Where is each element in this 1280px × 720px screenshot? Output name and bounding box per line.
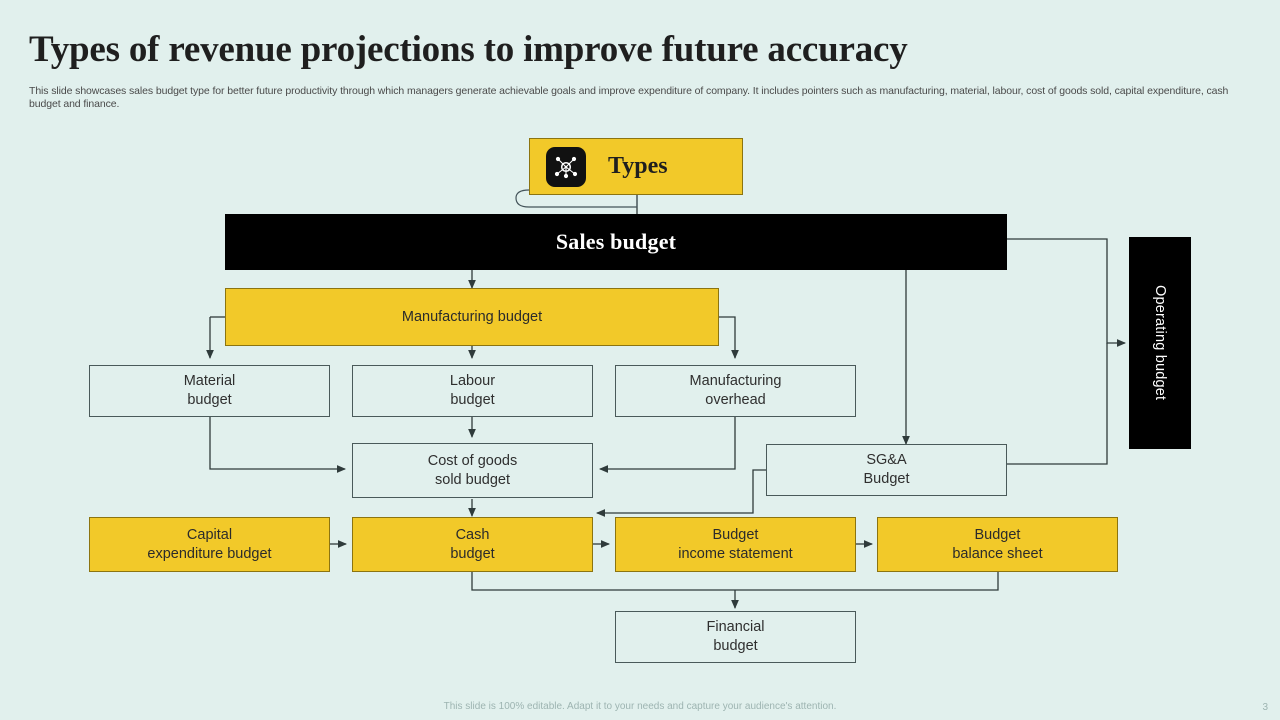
node-manufacturing-overhead-label: Manufacturing overhead [689, 373, 782, 408]
node-manufacturing-budget-label: Manufacturing budget [401, 308, 543, 325]
node-financial-budget-label: Financial budget [706, 619, 765, 654]
node-labour-budget-label: Labour budget [449, 373, 496, 408]
node-manufacturing-budget[interactable]: Manufacturing budget [225, 288, 719, 346]
node-capital-expenditure-budget[interactable]: Capital expenditure budget [89, 517, 330, 572]
node-sga-budget[interactable]: SG&A Budget [766, 444, 1007, 496]
node-budget-income-statement[interactable]: Budget income statement [615, 517, 856, 572]
node-financial-budget[interactable]: Financial budget [615, 611, 856, 663]
network-hub-icon [546, 146, 586, 187]
types-badge[interactable]: Types [529, 138, 743, 195]
node-budget-income-statement-label: Budget income statement [678, 526, 793, 562]
node-labour-budget[interactable]: Labour budget [352, 365, 593, 417]
node-material-budget-label: Material budget [183, 373, 236, 408]
node-cost-of-goods-sold-budget-label: Cost of goods sold budget [427, 452, 518, 488]
node-budget-balance-sheet[interactable]: Budget balance sheet [877, 517, 1118, 572]
node-operating-budget-label: Operating budget [1152, 285, 1168, 401]
page-number: 3 [1262, 702, 1268, 713]
node-manufacturing-overhead[interactable]: Manufacturing overhead [615, 365, 856, 417]
node-sga-budget-label: SG&A Budget [863, 452, 910, 487]
node-capital-expenditure-budget-label: Capital expenditure budget [147, 526, 272, 562]
node-cash-budget-label: Cash budget [450, 526, 495, 562]
node-cost-of-goods-sold-budget[interactable]: Cost of goods sold budget [352, 443, 593, 498]
node-budget-balance-sheet-label: Budget balance sheet [952, 526, 1043, 562]
page-subtitle: This slide showcases sales budget type f… [29, 85, 1229, 110]
footer-note: This slide is 100% editable. Adapt it to… [443, 701, 837, 712]
node-operating-budget[interactable]: Operating budget [1129, 237, 1191, 449]
page-title: Types of revenue projections to improve … [29, 29, 908, 70]
types-badge-label: Types [608, 153, 668, 179]
node-sales-budget[interactable]: Sales budget [225, 214, 1007, 270]
node-material-budget[interactable]: Material budget [89, 365, 330, 417]
node-sales-budget-label: Sales budget [555, 229, 677, 254]
node-cash-budget[interactable]: Cash budget [352, 517, 593, 572]
